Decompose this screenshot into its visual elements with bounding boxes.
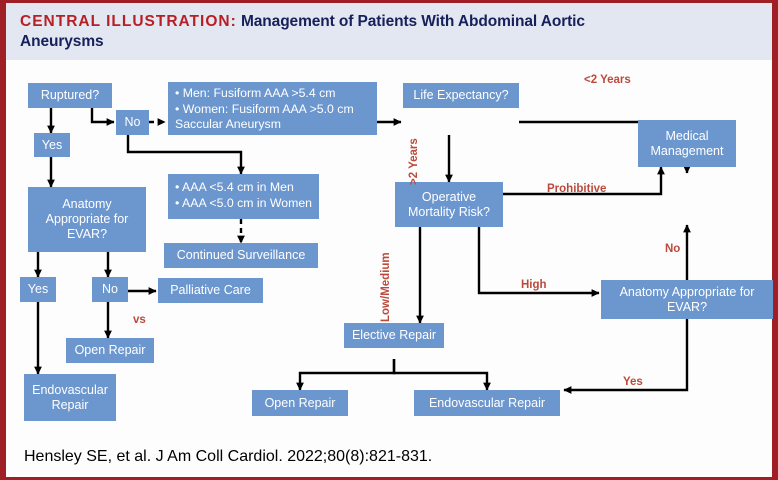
node-label: Medical Management	[650, 128, 724, 158]
node-label: Endovascular Repair	[428, 395, 546, 410]
citation: Hensley SE, et al. J Am Coll Cardiol. 20…	[12, 440, 778, 474]
node-label: Life Expectancy?	[413, 88, 509, 102]
edge-label-gt-2-years: >2 Years	[408, 138, 420, 185]
node-medical-management[interactable]: Medical Management	[638, 120, 736, 167]
edge-label-high: High	[521, 279, 547, 291]
node-label: No	[124, 115, 141, 129]
node-anatomy-appropriate-evar-left[interactable]: Anatomy Appropriate for EVAR?	[28, 187, 146, 252]
node-anatomy-appropriate-evar-right[interactable]: Anatomy Appropriate for EVAR?	[601, 280, 773, 319]
edge-label-prohibitive: Prohibitive	[547, 183, 607, 195]
node-label: Continued Surveillance	[176, 248, 306, 262]
criteria-line-saccular: Saccular Aneurysm	[175, 117, 281, 131]
node-yes-left[interactable]: Yes	[34, 133, 70, 157]
header-title: Management of Patients With Abdominal Ao…	[240, 13, 585, 30]
criteria-small-line-women: • AAA <5.0 cm in Women	[175, 195, 313, 210]
edge-label-vs: vs	[133, 314, 146, 326]
node-endovascular-repair-left[interactable]: Endovascular Repair	[24, 374, 116, 421]
node-elective-repair[interactable]: Elective Repair	[344, 323, 444, 348]
node-label: Open Repair	[264, 395, 336, 410]
node-yes-left-2[interactable]: Yes	[20, 277, 56, 302]
edge-label-yes-right: Yes	[623, 376, 643, 388]
node-label: Anatomy Appropriate for EVAR?	[619, 284, 755, 314]
citation-text: Hensley SE, et al. J Am Coll Cardiol. 20…	[24, 448, 433, 465]
flowchart-canvas: Ruptured? Yes No Anatomy Appropriate for…	[6, 60, 773, 477]
node-label: Yes	[41, 137, 63, 152]
criteria-small-line-men: • AAA <5.4 cm in Men	[175, 180, 294, 194]
node-label: No	[102, 282, 118, 296]
edge-label-no-right: No	[665, 243, 681, 255]
node-label: Operative Mortality Risk?	[408, 189, 490, 219]
node-label: Palliative Care	[170, 283, 251, 297]
node-open-repair-left[interactable]: Open Repair	[66, 338, 154, 363]
node-label: Ruptured?	[40, 88, 100, 102]
node-label: Anatomy Appropriate for EVAR?	[45, 197, 129, 241]
figure-header: CENTRAL ILLUSTRATION: Management of Pati…	[6, 3, 772, 60]
node-operative-mortality-risk[interactable]: Operative Mortality Risk?	[395, 182, 503, 227]
node-ruptured[interactable]: Ruptured?	[28, 83, 112, 108]
header-eyebrow: CENTRAL ILLUSTRATION:	[20, 13, 237, 30]
edge-label-lt-2-years: <2 Years	[584, 74, 631, 86]
node-endovascular-repair-bottom[interactable]: Endovascular Repair	[414, 390, 560, 416]
node-label: Elective Repair	[351, 328, 437, 342]
node-label: Open Repair	[74, 343, 146, 357]
criteria-line-men: • Men: Fusiform AAA >5.4 cm	[175, 86, 336, 100]
node-no-left-2[interactable]: No	[92, 277, 128, 302]
node-palliative-care[interactable]: Palliative Care	[158, 278, 263, 303]
node-label: Endovascular Repair	[32, 382, 108, 412]
node-open-repair-bottom[interactable]: Open Repair	[252, 390, 348, 416]
header-title-line-2: Aneurysms	[20, 33, 104, 50]
node-criteria-large-aneurysm[interactable]: • Men: Fusiform AAA >5.4 cm • Women: Fus…	[168, 82, 377, 135]
node-criteria-small-aneurysm[interactable]: • AAA <5.4 cm in Men • AAA <5.0 cm in Wo…	[168, 174, 319, 219]
node-no-top[interactable]: No	[116, 110, 149, 135]
edge-label-low-medium: Low/Medium	[380, 252, 392, 322]
criteria-line-women: • Women: Fusiform AAA >5.0 cm	[175, 101, 354, 116]
header-title-line-1: CENTRAL ILLUSTRATION: Management of Pati…	[20, 12, 758, 32]
node-continued-surveillance[interactable]: Continued Surveillance	[164, 243, 318, 268]
node-life-expectancy[interactable]: Life Expectancy?	[403, 83, 519, 108]
node-label: Yes	[27, 282, 49, 296]
